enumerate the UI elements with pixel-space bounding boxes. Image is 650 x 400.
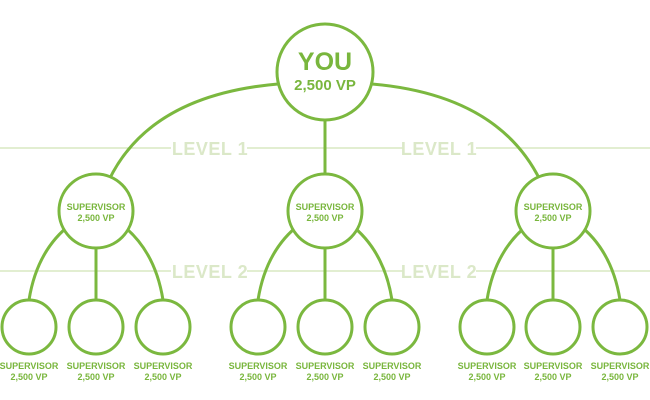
branch-3-member-1-node: SUPERVISOR 2,500 VP (458, 298, 517, 382)
branch-2-supervisor-title: SUPERVISOR (296, 202, 355, 212)
branch-1-member-2-node: SUPERVISOR 2,500 VP (67, 298, 126, 382)
level-2-right-label: LEVEL 2 (401, 262, 477, 282)
branch-1-member-2-value: 2,500 VP (77, 372, 114, 382)
level-1-right-label: LEVEL 1 (401, 139, 477, 159)
root-value: 2,500 VP (294, 77, 356, 94)
branch-3-left-connector (485, 222, 530, 301)
branch-3-member-1-value: 2,500 VP (468, 372, 505, 382)
branch-2-member-2-title: SUPERVISOR (296, 361, 355, 371)
branch-3-member-1-title: SUPERVISOR (458, 361, 517, 371)
branch-1-supervisor-node: SUPERVISOR 2,500 VP (57, 172, 135, 250)
branch-3-member-3-node: SUPERVISOR 2,500 VP (591, 298, 650, 382)
branch-2-member-1-value: 2,500 VP (239, 372, 276, 382)
branch-2-member-1-node: SUPERVISOR 2,500 VP (229, 298, 288, 382)
branch-2-member-2-node: SUPERVISOR 2,500 VP (296, 298, 355, 382)
branch-1-member-3-title: SUPERVISOR (134, 361, 193, 371)
branch-2-supervisor-value: 2,500 VP (306, 213, 343, 223)
branch-3-supervisor-node: SUPERVISOR 2,500 VP (514, 172, 592, 250)
branch-3-supervisor-title: SUPERVISOR (524, 202, 583, 212)
branch-3-supervisor-value: 2,500 VP (534, 213, 571, 223)
branch-1-member-1-node: SUPERVISOR 2,500 VP (0, 298, 59, 382)
root-to-left-connector (107, 82, 279, 181)
branch-2-supervisor-node: SUPERVISOR 2,500 VP (286, 172, 364, 250)
branch-1-member-1-value: 2,500 VP (10, 372, 47, 382)
level-1-left-label: LEVEL 1 (172, 139, 248, 159)
root-node: YOU 2,500 VP (275, 22, 375, 122)
branch-2-member-3-title: SUPERVISOR (363, 361, 422, 371)
branch-3-member-3-title: SUPERVISOR (591, 361, 650, 371)
branch-3-member-2-node: SUPERVISOR 2,500 VP (524, 298, 583, 382)
branch-2-member-3-node: SUPERVISOR 2,500 VP (363, 298, 422, 382)
branch-1-supervisor-title: SUPERVISOR (67, 202, 126, 212)
branch-3-member-2-value: 2,500 VP (534, 372, 571, 382)
branch-1-left-connector (27, 222, 72, 301)
branch-2-member-2-value: 2,500 VP (306, 372, 343, 382)
branch-2-member-1-title: SUPERVISOR (229, 361, 288, 371)
root-title: YOU (298, 48, 352, 76)
branch-1-member-3-value: 2,500 VP (144, 372, 181, 382)
branch-3-right-connector (577, 222, 622, 301)
root-to-right-connector (371, 82, 542, 181)
branch-2-left-connector (256, 222, 301, 301)
branch-1-member-2-title: SUPERVISOR (67, 361, 126, 371)
branch-1-supervisor-value: 2,500 VP (77, 213, 114, 223)
branch-1-member-1-title: SUPERVISOR (0, 361, 59, 371)
branch-2-member-3-value: 2,500 VP (373, 372, 410, 382)
branch-1-right-connector (120, 222, 165, 301)
branch-3-member-3-value: 2,500 VP (601, 372, 638, 382)
branch-1-member-3-node: SUPERVISOR 2,500 VP (134, 298, 193, 382)
branch-3-member-2-title: SUPERVISOR (524, 361, 583, 371)
level-2-left-label: LEVEL 2 (172, 262, 248, 282)
branch-2-right-connector (349, 222, 394, 301)
